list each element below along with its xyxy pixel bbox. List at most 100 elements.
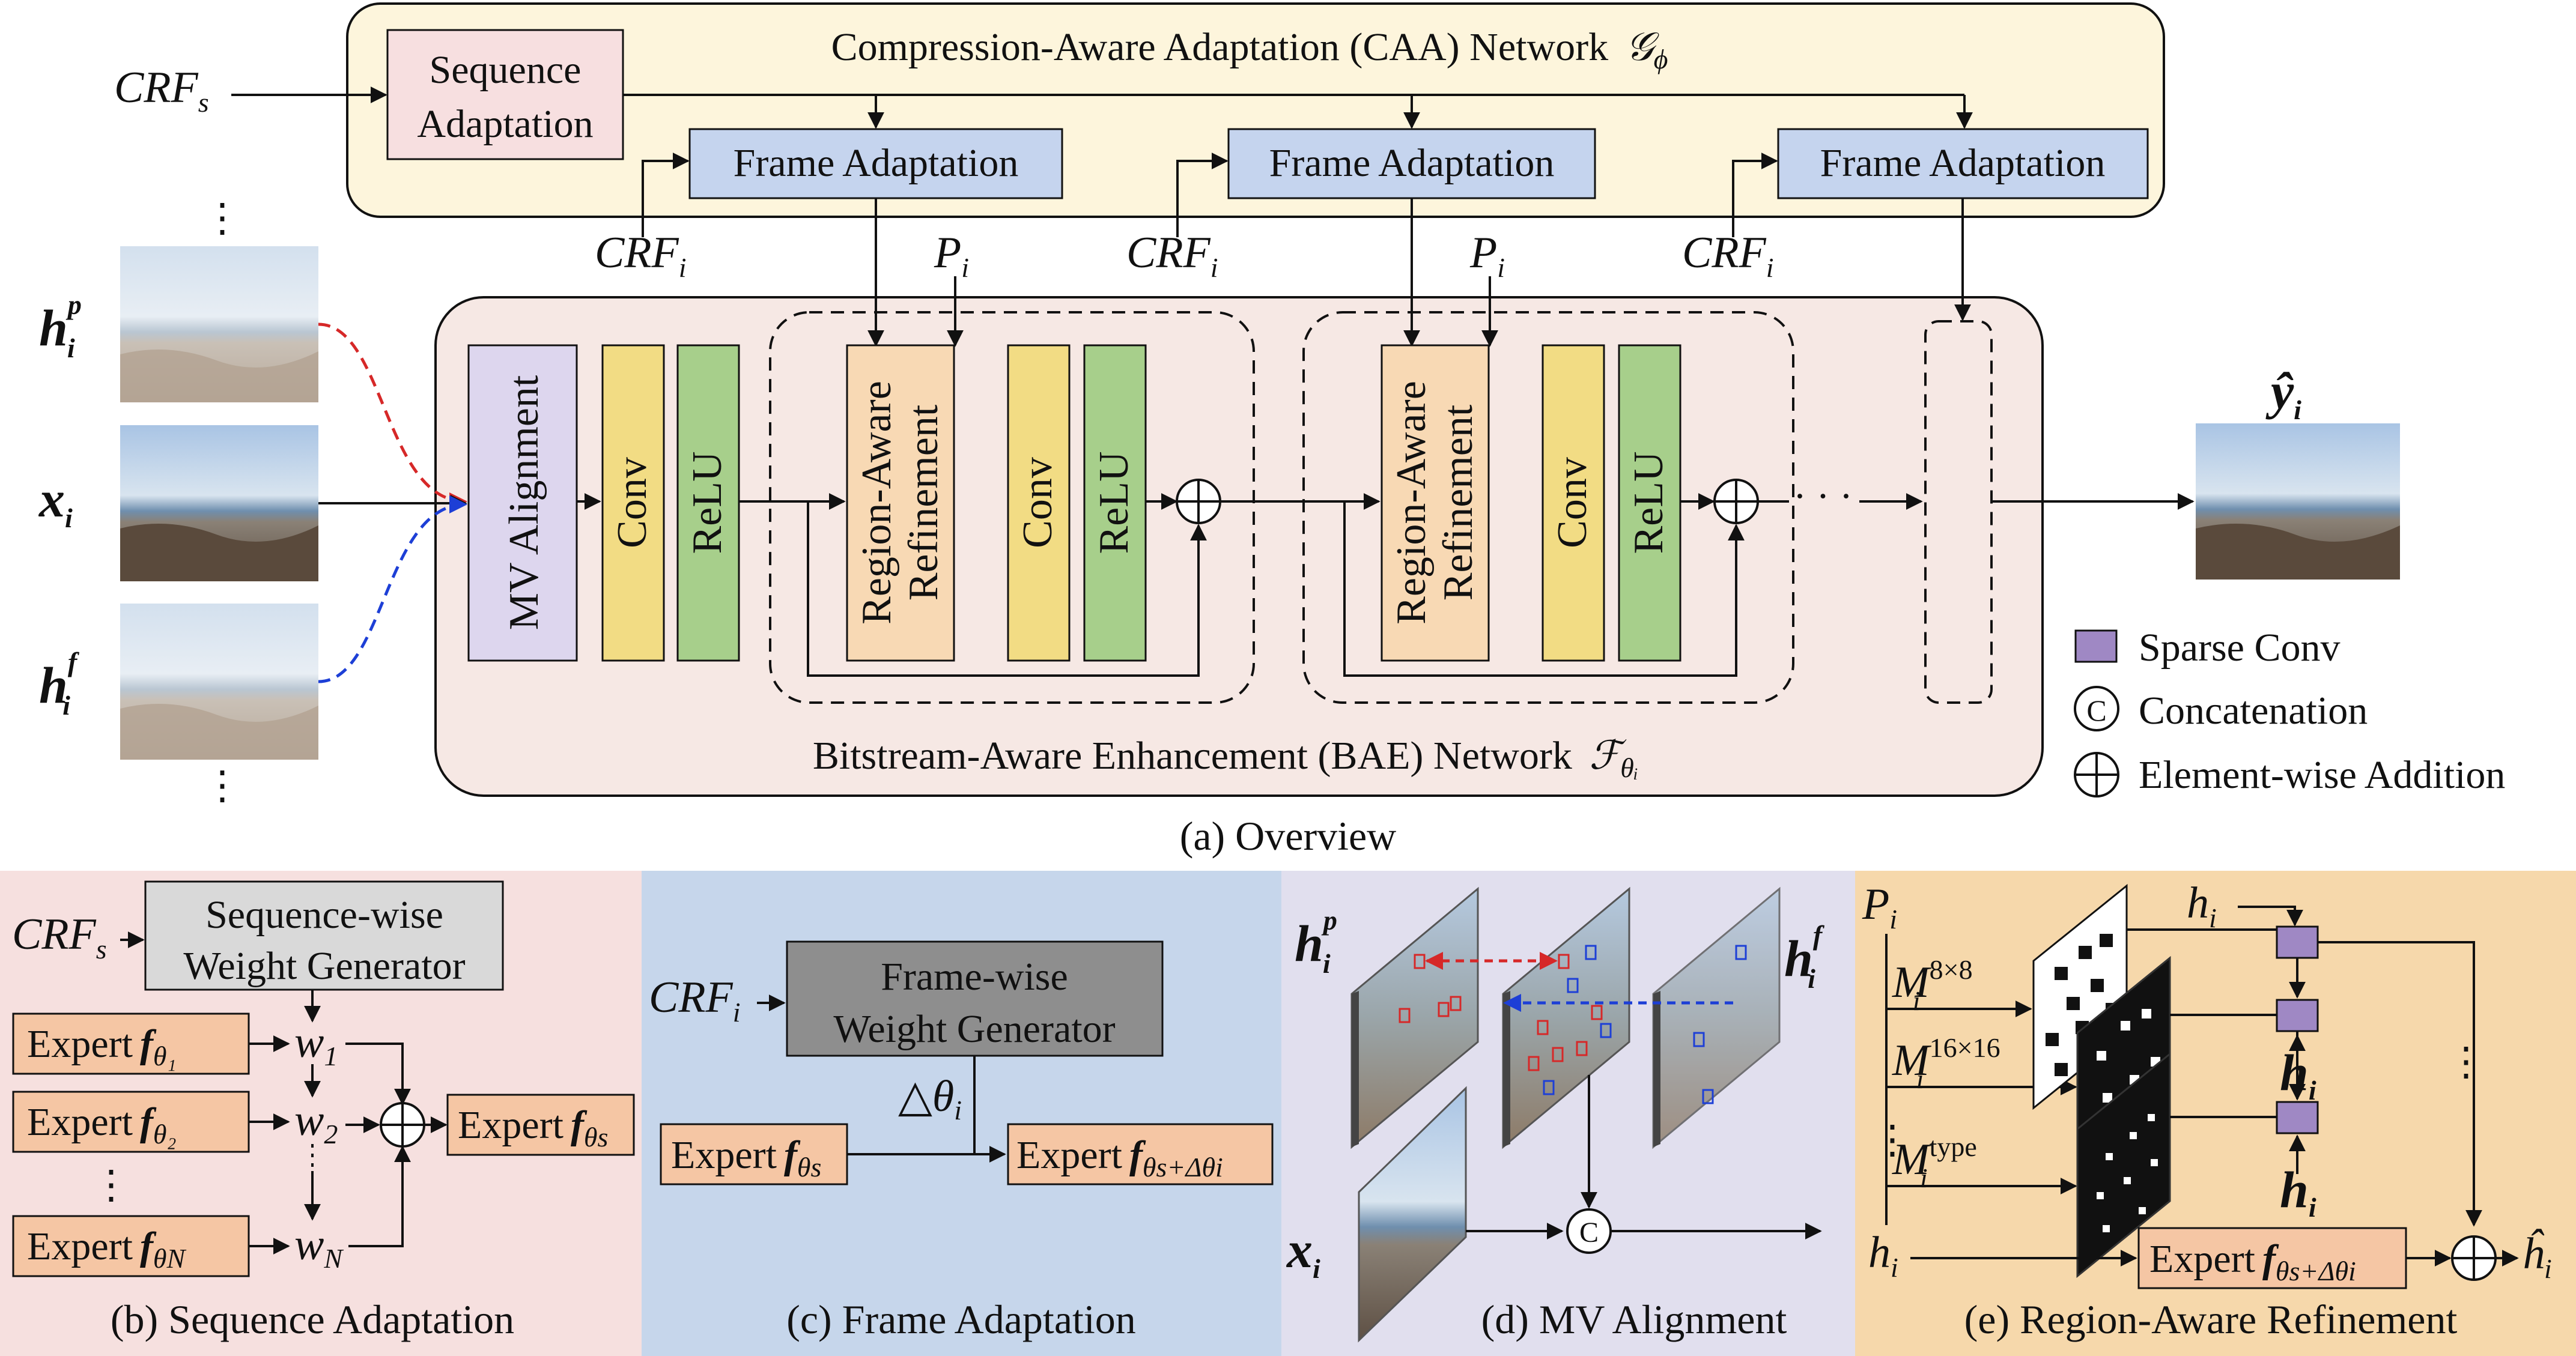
residual-block-3 — [1924, 320, 1993, 704]
residual-block-1 — [769, 311, 1255, 704]
panel-b-add-node — [380, 1102, 425, 1148]
svg-text:CRFi: CRFi — [595, 228, 687, 283]
rar-block-2 — [1381, 344, 1490, 662]
conv-label-3: Conv — [1549, 457, 1596, 548]
relu-block-2 — [1083, 344, 1147, 662]
svg-text:Sequence-wise: Sequence-wise — [205, 893, 443, 937]
sequence-adaptation-line1: Sequence — [430, 48, 582, 92]
mv-blue-blocks — [1543, 945, 1747, 1104]
svg-text:hi: hi — [2280, 1161, 2316, 1223]
svg-text:w1: w1 — [294, 1018, 338, 1071]
svg-text:hpi: hpi — [1295, 905, 1337, 979]
svg-text:hi: hi — [2187, 879, 2217, 933]
panel-c-caption: (c) Frame Adaptation — [786, 1297, 1136, 1342]
frame-adaptation-3: Frame Adaptation — [1777, 128, 2149, 199]
legend-concatenation: Concatenation — [2139, 689, 2368, 733]
svg-text:Frame Adaptation: Frame Adaptation — [734, 141, 1019, 185]
bae-title: Bitstream-Aware Enhancement (BAE) Networ… — [813, 734, 1638, 783]
legend-sparse-conv-swatch — [2074, 629, 2118, 663]
svg-text:Weight Generator: Weight Generator — [183, 944, 465, 988]
svg-text:⋮: ⋮ — [1873, 1118, 1912, 1162]
frame-x — [120, 425, 318, 581]
frame-h-f — [120, 604, 318, 760]
relu-label-2: ReLU — [1091, 451, 1137, 554]
panel-e-add-node — [2451, 1235, 2497, 1281]
crf-i-input-2: CRFi — [1126, 153, 1229, 283]
relu-label-1: ReLU — [684, 451, 731, 554]
crf-s-label: CRFs — [114, 63, 209, 118]
svg-text:M8×8i: M8×8i — [1892, 954, 1973, 1016]
svg-text:wN: wN — [294, 1220, 344, 1274]
overview-panel: Compression-Aware Adaptation (CAA) Netwo… — [38, 2, 2505, 859]
frame-adaptation-1: Frame Adaptation — [688, 128, 1063, 199]
sequence-adaptation-line2: Adaptation — [417, 102, 593, 146]
skip-2 — [1343, 501, 1745, 677]
x-label: xi — [38, 470, 73, 533]
svg-text:CRFs: CRFs — [12, 910, 107, 964]
vdots-top: ⋮ — [202, 196, 242, 240]
sparse-conv-3 — [2276, 1101, 2319, 1134]
mv-concat-node: C — [1566, 1208, 1612, 1254]
legend-concat-symbol: C — [2086, 694, 2106, 727]
y-hat-label: ŷi — [2265, 362, 2301, 425]
conv-label-1: Conv — [609, 457, 655, 548]
overview-caption: (a) Overview — [1180, 813, 1397, 859]
legend-elementwise-addition: Element-wise Addition — [2139, 753, 2505, 797]
conv-block-3 — [1542, 344, 1605, 662]
svg-text:CRFi: CRFi — [1126, 228, 1218, 283]
mv-frame-hf — [1652, 886, 1781, 1149]
output-frame — [2196, 423, 2400, 580]
panel-e-caption: (e) Region-Aware Refinement — [1964, 1297, 2458, 1342]
vdots-bottom: ⋮ — [202, 764, 242, 808]
svg-text:Frame-wise: Frame-wise — [881, 955, 1068, 999]
svg-text:hfi: hfi — [1784, 920, 1825, 994]
legend: Sparse Conv C Concatenation Element-wise… — [2074, 626, 2505, 798]
legend-add-symbol — [2074, 752, 2119, 798]
panel-sequence-adaptation: CRFs Sequence-wise Weight Generator Expe… — [0, 871, 642, 1356]
rar-label-1b: Refinement — [901, 404, 947, 601]
rar-block-1 — [846, 344, 955, 662]
h-p-connector — [318, 322, 467, 510]
svg-text:M16×16i: M16×16i — [1892, 1032, 2000, 1094]
add-node-2 — [1713, 479, 1759, 524]
svg-text:C: C — [1579, 1217, 1599, 1249]
frame-weight-generator — [786, 940, 1164, 1057]
rar-label-2a: Region-Aware — [1388, 381, 1435, 625]
svg-text:CRFi: CRFi — [649, 973, 741, 1028]
mv-alignment-label: MV Alignment — [501, 375, 547, 630]
svg-text:Frame Adaptation: Frame Adaptation — [1820, 141, 2106, 185]
svg-text:Frame Adaptation: Frame Adaptation — [1269, 141, 1555, 185]
mv-frame-x — [1358, 1086, 1467, 1343]
svg-text:△θi: △θi — [898, 1072, 962, 1125]
mv-red-blocks — [1399, 954, 1603, 1071]
sequence-adaptation-box — [386, 29, 624, 160]
sequence-weight-generator — [144, 880, 504, 991]
add-node-1 — [1176, 479, 1221, 524]
svg-text:hi: hi — [1868, 1228, 1898, 1283]
frame-h-p — [120, 246, 318, 402]
svg-text:Pi: Pi — [1862, 880, 1897, 934]
legend-sparse-conv: Sparse Conv — [2139, 626, 2340, 670]
caa-title: Compression-Aware Adaptation (CAA) Netwo… — [831, 25, 1668, 74]
sparse-conv-1 — [2276, 925, 2319, 959]
skip-1 — [807, 501, 1207, 677]
bae-network-box — [434, 296, 2044, 797]
panel-b-caption: (b) Sequence Adaptation — [111, 1297, 514, 1342]
ellipsis-horizontal: · · · — [1793, 474, 1853, 518]
svg-text:Weight Generator: Weight Generator — [833, 1007, 1115, 1051]
p-i-label-2: Pi — [1469, 228, 1505, 283]
residual-block-2 — [1302, 311, 1794, 704]
sparse-conv-2 — [2276, 999, 2319, 1032]
